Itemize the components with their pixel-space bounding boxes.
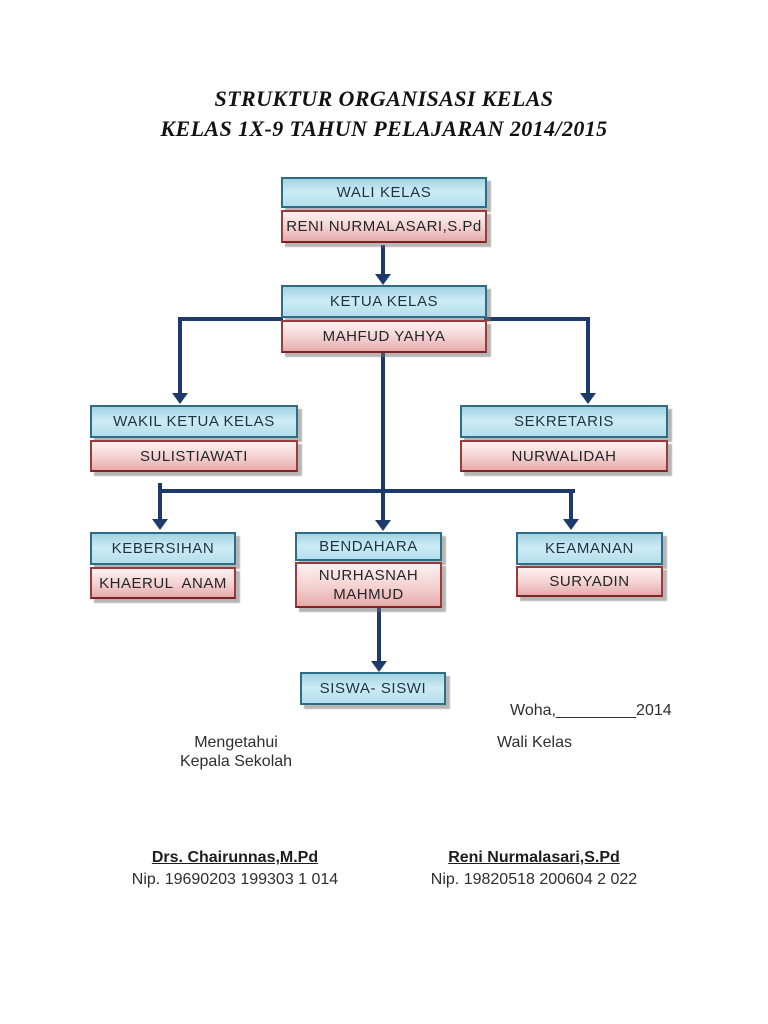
name-label: NURHASNAH MAHMUD [295,562,442,608]
org-box-kebersihan: KEBERSIHAN KHAERUL ANAM [90,532,236,599]
role-label: SEKRETARIS [460,405,668,438]
left-signatory-titles: Mengetahui Kepala Sekolah [148,733,324,771]
org-box-ketua-kelas: KETUA KELAS MAHFUD YAHYA [281,285,487,353]
left-signatory-name: Drs. Chairunnas,M.Pd [151,849,319,866]
org-box-sekretaris: SEKRETARIS NURWALIDAH [460,405,668,472]
org-box-bendahara: BENDAHARA NURHASNAH MAHMUD [295,532,442,608]
page-title-line1: STRUKTUR ORGANISASI KELAS [214,86,554,111]
arrow-down-icon [563,519,579,530]
arrow-down-icon [172,393,188,404]
right-signatory-nip: Nip. 19820518 200604 2 022 [430,871,638,888]
right-signatory-name: Reni Nurmalasari,S.Pd [448,849,620,866]
role-label: WAKIL KETUA KELAS [90,405,298,438]
name-label: MAHFUD YAHYA [281,320,487,353]
role-label: KETUA KELAS [281,285,487,318]
arrow-down-icon [375,274,391,285]
wali-kelas-label: Wali Kelas [497,734,572,751]
org-box-wali-kelas: WALI KELAS RENI NURMALASARI,S.Pd [281,177,487,243]
role-label: BENDAHARA [295,532,442,561]
connector-rail-kebersihan [158,483,162,520]
connector-branch-right [484,317,590,321]
org-box-keamanan: KEAMANAN SURYADIN [516,532,663,597]
name-label: SURYADIN [516,566,663,597]
connector-ketua-wakil [178,317,182,395]
connector-branch-left [178,317,283,321]
connector-wali-ketua [381,245,385,276]
org-box-siswa-siswi: SISWA- SISWI [300,672,446,705]
name-label: RENI NURMALASARI,S.Pd [281,210,487,243]
name-label: NURWALIDAH [460,440,668,472]
name-label: SULISTIAWATI [90,440,298,472]
arrow-down-icon [375,520,391,531]
kepala-sekolah-label: Kepala Sekolah [179,753,293,770]
name-label: KHAERUL ANAM [90,567,236,599]
left-signatory-nip: Nip. 19690203 199303 1 014 [131,871,339,888]
connector-ketua-sekretaris [586,317,590,395]
page-title: STRUKTUR ORGANISASI KELAS KELAS 1X-9 TAH… [0,84,768,144]
role-label: KEBERSIHAN [90,532,236,565]
date-line: Woha,_________2014 [510,702,672,719]
role-label: SISWA- SISWI [300,672,446,705]
arrow-down-icon [152,519,168,530]
page-title-line2: KELAS 1X-9 TAHUN PELAJARAN 2014/2015 [160,116,608,141]
role-label: KEAMANAN [516,532,663,565]
left-signature-block: Drs. Chairunnas,M.Pd Nip. 19690203 19930… [105,847,365,891]
connector-bendahara-siswa [377,608,381,662]
connector-rail-keamanan [569,489,573,520]
connector-bottom-rail [158,489,575,493]
arrow-down-icon [580,393,596,404]
mengetahui-label: Mengetahui [194,734,278,751]
connector-ketua-center [381,353,385,521]
right-signature-block: Reni Nurmalasari,S.Pd Nip. 19820518 2006… [404,847,664,891]
role-label: WALI KELAS [281,177,487,208]
org-box-wakil-ketua-kelas: WAKIL KETUA KELAS SULISTIAWATI [90,405,298,472]
arrow-down-icon [371,661,387,672]
